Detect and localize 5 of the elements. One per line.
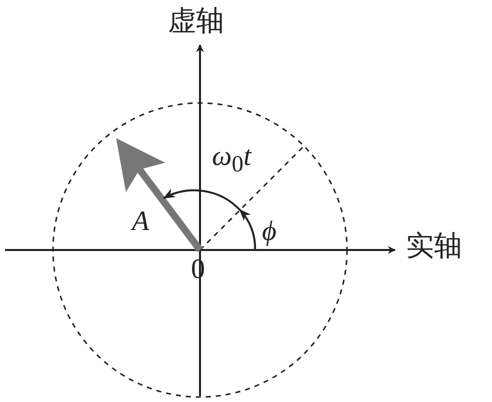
axis-label: 虚轴 — [168, 8, 224, 36]
angle-label: ω$_{0}$t — [212, 143, 252, 177]
axis-label: 实轴 — [406, 233, 462, 261]
phasor-label: A — [132, 208, 150, 236]
angle-label: ϕ — [262, 218, 276, 246]
